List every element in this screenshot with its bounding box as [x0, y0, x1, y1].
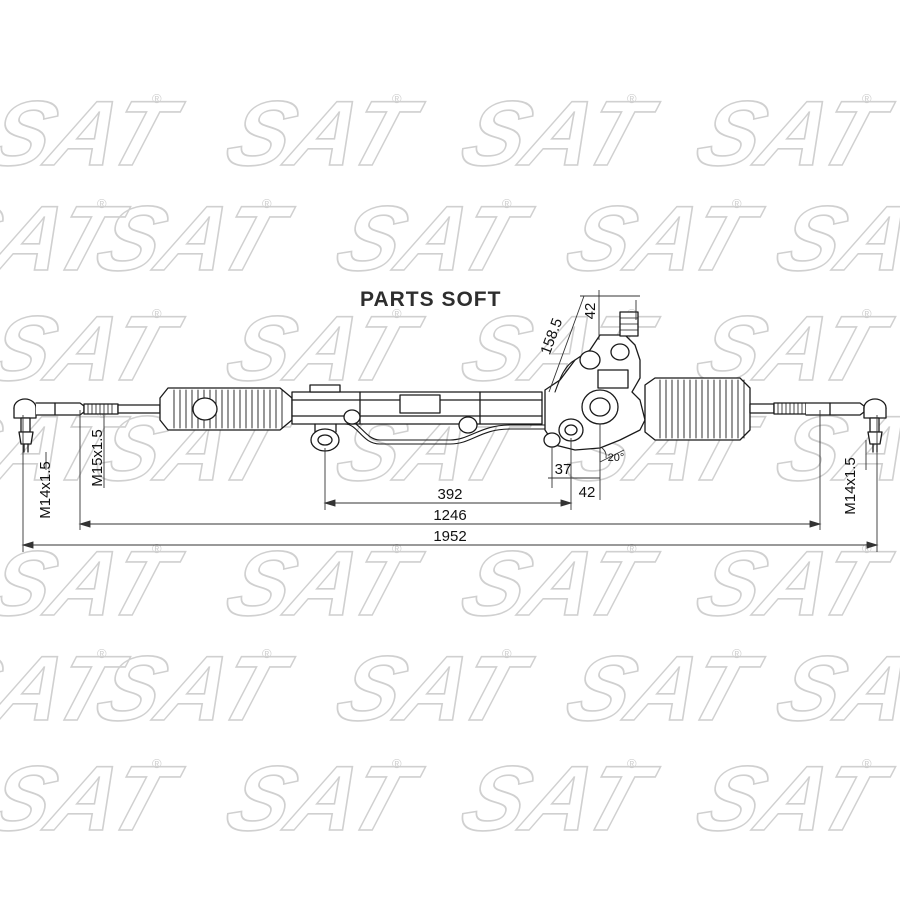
registered-mark-icon: ®: [152, 541, 162, 556]
dim-port-offset: 42: [579, 484, 596, 501]
sat-watermark: SAT: [450, 748, 668, 850]
dimension-lines: [21, 290, 879, 552]
registered-mark-icon: ®: [502, 196, 512, 211]
sat-watermark: SAT: [85, 188, 303, 290]
sat-watermark: SAT: [685, 533, 900, 635]
sat-watermark: SAT: [215, 83, 433, 185]
dim-left-tie-rod-thread: M14x1.5: [37, 461, 54, 519]
sat-watermark: SAT: [215, 533, 433, 635]
registered-mark-icon: ®: [627, 91, 637, 106]
sat-watermark: SAT: [215, 298, 433, 400]
sat-watermark-pattern: SAT®SAT®SAT®SAT®SAT®SAT®SAT®SAT®SAT®SAT®…: [0, 82, 900, 851]
registered-mark-icon: ®: [97, 646, 107, 661]
dim-port-angle: 20°: [608, 452, 625, 464]
dim-rack-length: 1246: [433, 507, 466, 524]
registered-mark-icon: ®: [392, 756, 402, 771]
registered-mark-icon: ®: [627, 756, 637, 771]
dim-port-spacing: 37: [555, 461, 572, 478]
registered-mark-icon: ®: [152, 756, 162, 771]
dim-right-tie-rod-thread: M14x1.5: [842, 457, 859, 515]
registered-mark-icon: ®: [262, 196, 272, 211]
sat-watermark: SAT: [0, 533, 192, 635]
registered-mark-icon: ®: [627, 541, 637, 556]
sat-watermark: SAT: [325, 638, 543, 740]
right-tie-rod: [749, 402, 865, 416]
sat-watermark: SAT: [0, 83, 192, 185]
registered-mark-icon: ®: [97, 196, 107, 211]
registered-mark-icon: ®: [862, 306, 872, 321]
registered-mark-icon: ®: [732, 646, 742, 661]
sat-watermark: SAT: [215, 748, 433, 850]
sat-watermark: SAT: [765, 638, 900, 740]
parts-soft-brand: PARTS SOFT: [360, 288, 501, 311]
sat-watermark: SAT: [450, 533, 668, 635]
registered-mark-icon: ®: [152, 306, 162, 321]
registered-mark-icon: ®: [392, 91, 402, 106]
left-bellows-boot: [159, 387, 293, 431]
left-tie-rod: [83, 403, 161, 415]
right-bellows-boot: [644, 377, 751, 441]
registered-mark-icon: ®: [392, 541, 402, 556]
right-tie-rod-end: [863, 398, 887, 453]
sat-watermark: SAT: [450, 83, 668, 185]
dim-valve-width: 42: [582, 303, 599, 320]
registered-mark-icon: ®: [392, 306, 402, 321]
registered-mark-icon: ®: [262, 646, 272, 661]
registered-mark-icon: ®: [862, 541, 872, 556]
registered-mark-icon: ®: [862, 756, 872, 771]
sat-watermark: SAT: [555, 188, 773, 290]
sat-watermark: SAT: [685, 748, 900, 850]
sat-watermark: SAT: [765, 188, 900, 290]
dim-inner-thread: M15x1.5: [89, 429, 106, 487]
sat-watermark: SAT: [0, 748, 192, 850]
sat-watermark: SAT: [0, 298, 192, 400]
sat-watermark: SAT: [685, 83, 900, 185]
dim-total-length: 1952: [433, 528, 466, 545]
registered-mark-icon: ®: [732, 196, 742, 211]
registered-mark-icon: ®: [502, 646, 512, 661]
sat-watermark: SAT: [325, 188, 543, 290]
dim-mount-spacing: 392: [437, 486, 462, 503]
registered-mark-icon: ®: [152, 91, 162, 106]
registered-mark-icon: ®: [862, 91, 872, 106]
sat-watermark: SAT: [85, 638, 303, 740]
sat-watermark: SAT: [555, 638, 773, 740]
left-tie-rod-end: [13, 398, 85, 453]
steering-rack: [13, 311, 887, 453]
